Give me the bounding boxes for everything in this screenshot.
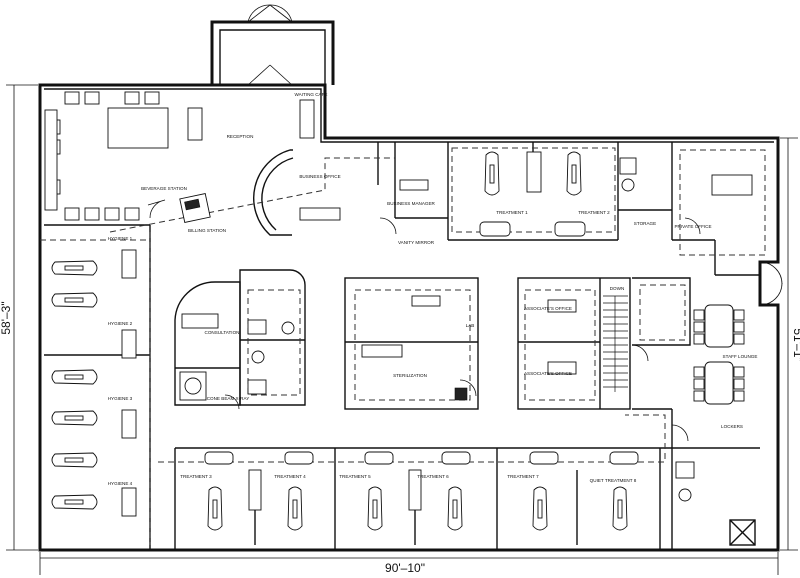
lounge-chair xyxy=(733,366,745,378)
cabinet xyxy=(121,409,137,439)
lounge-chair xyxy=(693,321,705,333)
cabinet xyxy=(364,451,394,465)
lounge-chair xyxy=(693,309,705,321)
dimension-height-left: 58'–3" xyxy=(0,301,13,334)
dimension-width: 90'–10" xyxy=(385,561,425,575)
label-storage: STORAGE xyxy=(634,221,656,226)
label-vanity-mirror: VANITY MIRROR xyxy=(398,240,435,245)
chair-arm xyxy=(617,499,623,519)
lounge-chair xyxy=(693,378,705,390)
label-associates-office-2: ASSOCIATE'S OFFICE xyxy=(524,371,572,376)
cabinet xyxy=(121,249,137,279)
waiting-chair xyxy=(64,207,80,221)
dimension-height-right: 51'–1" xyxy=(791,328,800,361)
chair-arm xyxy=(64,297,84,303)
cabinet xyxy=(526,151,542,193)
waiting-chair xyxy=(124,207,140,221)
lounge-chair xyxy=(733,321,745,333)
waiting-chair xyxy=(104,207,120,221)
cabinet xyxy=(121,487,137,517)
cabinet xyxy=(441,451,471,465)
chair-arm xyxy=(489,164,495,184)
label-business-office: BUSINESS OFFICE xyxy=(299,174,340,179)
cabinet xyxy=(121,329,137,359)
reception-seating xyxy=(44,91,315,221)
label-billing-station: BILLING STATION xyxy=(188,228,226,233)
lounge-chair xyxy=(693,333,705,345)
cabinet xyxy=(408,469,422,511)
cabinet xyxy=(204,451,234,465)
chair-arm xyxy=(64,457,84,463)
cabinet xyxy=(248,469,262,511)
label-down: DOWN xyxy=(610,286,625,291)
waiting-chair xyxy=(124,91,140,105)
label-staff-lounge: STAFF LOUNGE xyxy=(723,354,758,359)
dimension-lines: 90'–10" 58'–3" 51'–1" xyxy=(0,84,800,575)
cabinet xyxy=(479,221,511,237)
label-treatment-2: TREATMENT 2 xyxy=(578,210,610,215)
stairs xyxy=(603,295,628,392)
label-treatment-5: TREATMENT 5 xyxy=(339,474,371,479)
chair-arm xyxy=(292,499,298,519)
label-business-manager: BUSINESS MANAGER xyxy=(387,201,435,206)
staff-lounge-tables xyxy=(693,304,745,405)
label-quiet-treatment-8: QUIET TREATMENT 8 xyxy=(590,478,637,483)
label-associates-office-1: ASSOCIATE'S OFFICE xyxy=(524,306,572,311)
lounge-chair xyxy=(733,333,745,345)
chair-arm xyxy=(64,374,84,380)
waiting-chair xyxy=(144,91,160,105)
doors xyxy=(147,199,783,442)
chair-arm xyxy=(64,265,84,271)
label-hygiene-1: HYGIENE 1 xyxy=(108,236,133,241)
label-lab: LAB xyxy=(466,323,475,328)
label-consultation: CONSULTATION xyxy=(205,330,240,335)
label-hygiene-2: HYGIENE 2 xyxy=(108,321,133,326)
entry-vestibule xyxy=(210,4,335,86)
label-treatment-4: TREATMENT 4 xyxy=(274,474,306,479)
chair-arm xyxy=(64,415,84,421)
cabinet xyxy=(554,221,586,237)
chair-arm xyxy=(537,499,543,519)
lounge-chair xyxy=(733,390,745,402)
dashed-lines xyxy=(40,147,766,545)
label-treatment-3: TREATMENT 3 xyxy=(180,474,212,479)
chair-arm xyxy=(452,499,458,519)
label-waiting-cafe: WAITING CAFE xyxy=(294,92,327,97)
fixtures xyxy=(179,157,753,502)
cabinet xyxy=(609,451,639,465)
label-treatment-6: TREATMENT 6 xyxy=(417,474,449,479)
label-hygiene-3: HYGIENE 3 xyxy=(108,396,133,401)
lounge-chair xyxy=(733,309,745,321)
label-beverage-station: BEVERAGE STATION xyxy=(141,186,187,191)
lounge-chair xyxy=(693,390,705,402)
lounge-chair xyxy=(693,366,705,378)
cabinet xyxy=(529,451,559,465)
chair-arm xyxy=(571,164,577,184)
label-sterilization: STERILIZATION xyxy=(393,373,427,378)
waiting-chair xyxy=(84,207,100,221)
waiting-chair xyxy=(84,91,100,105)
treatment-chairs-upper xyxy=(479,151,586,237)
cabinet xyxy=(284,451,314,465)
label-treatment-1: TREATMENT 1 xyxy=(496,210,528,215)
label-reception: RECEPTION xyxy=(227,134,254,139)
chair-arm xyxy=(372,499,378,519)
label-treatment-7: TREATMENT 7 xyxy=(507,474,539,479)
label-private-office: PRIVATE OFFICE xyxy=(674,224,711,229)
billing-station xyxy=(179,193,211,223)
chair-arm xyxy=(64,499,84,505)
hygiene-chairs xyxy=(51,249,137,517)
chair-arm xyxy=(212,499,218,519)
waiting-chair xyxy=(64,91,80,105)
room-labels: RECEPTION BEVERAGE STATION WAITING CAFE … xyxy=(108,92,758,486)
label-hygiene-4: HYGIENE 4 xyxy=(108,481,133,486)
lounge-chair xyxy=(733,378,745,390)
label-cone-beam: CONE BEAM X-RAY xyxy=(207,396,250,401)
treatment-chairs-lower xyxy=(204,451,639,531)
label-lockers: LOCKERS xyxy=(721,424,743,429)
